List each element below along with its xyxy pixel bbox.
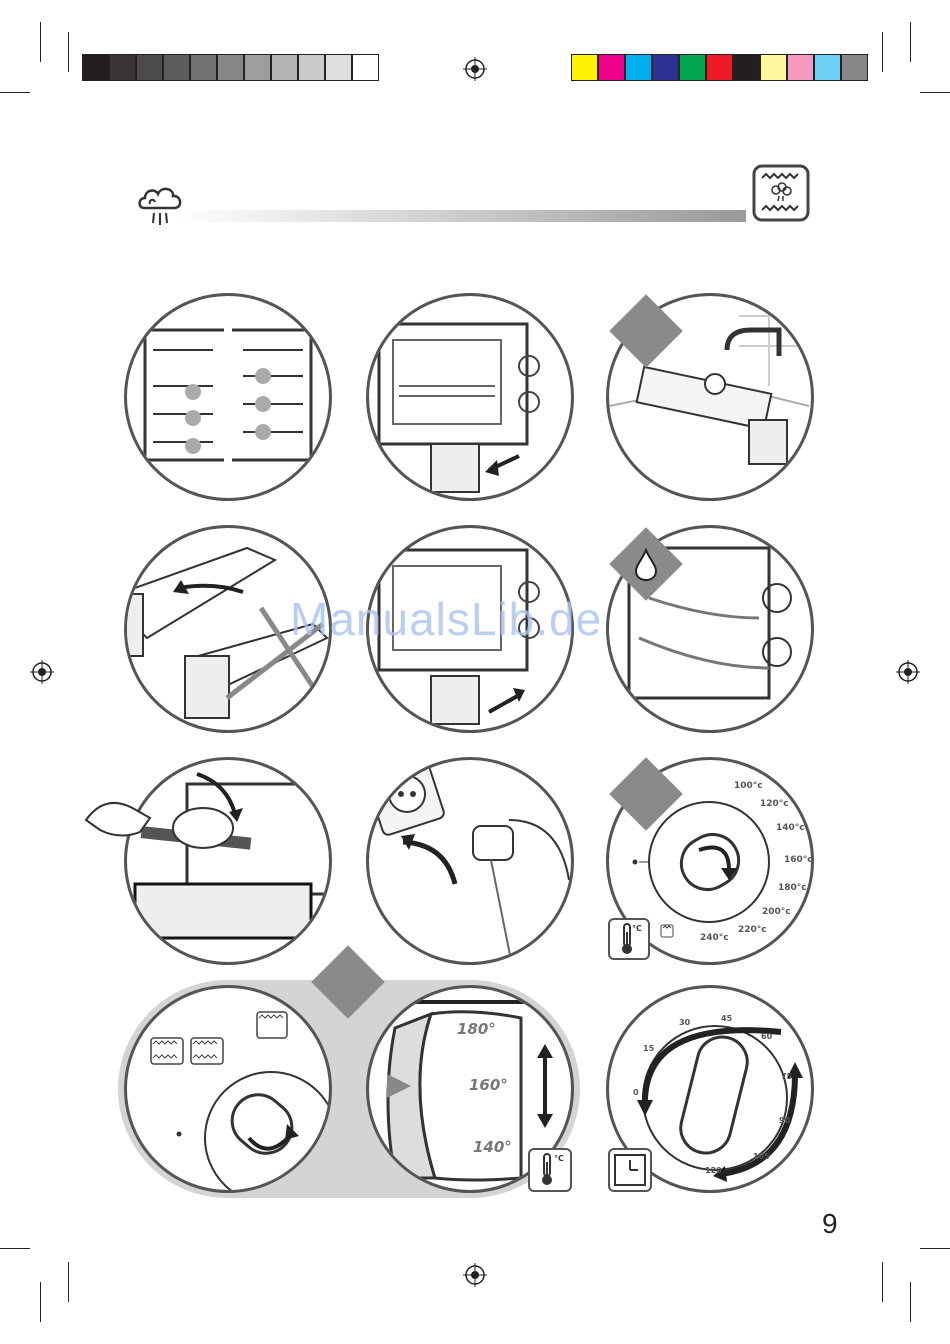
- gray-swatch: [82, 54, 109, 81]
- timer-label: 30: [679, 1018, 690, 1027]
- temp-label: 180°c: [778, 883, 807, 893]
- timer-label: 90: [779, 1116, 790, 1125]
- temp-label: 160°c: [784, 855, 813, 865]
- crop-mark: [0, 1248, 30, 1249]
- crop-mark: [40, 22, 41, 62]
- crop-mark: [910, 22, 911, 62]
- step-select-mode: [124, 985, 332, 1193]
- timer-label: 60: [761, 1032, 772, 1041]
- temp-label: 200°c: [762, 907, 791, 917]
- gray-swatch: [109, 54, 136, 81]
- color-swatch: [841, 54, 868, 81]
- registration-target-icon: [30, 660, 54, 684]
- gray-swatch: [217, 54, 244, 81]
- gray-swatch: [136, 54, 163, 81]
- crop-mark: [882, 1262, 883, 1302]
- registration-target-icon: [463, 1263, 487, 1287]
- temp-label: 240°c: [700, 933, 729, 943]
- step-place-dish: [124, 757, 332, 965]
- color-swatch: [787, 54, 814, 81]
- crop-mark: [68, 32, 69, 72]
- color-swatch: [571, 54, 598, 81]
- zoom-label: 160°: [469, 1076, 508, 1094]
- gray-swatch: [190, 54, 217, 81]
- unit-label: °C: [632, 924, 642, 933]
- timer-label: 0: [633, 1088, 639, 1097]
- gray-swatch: [163, 54, 190, 81]
- color-swatch: [706, 54, 733, 81]
- color-swatch: [679, 54, 706, 81]
- temp-label: 100°c: [734, 781, 763, 791]
- registration-target-icon: [463, 57, 487, 81]
- crop-mark: [882, 32, 883, 72]
- step-shelf-positions: [124, 293, 332, 501]
- timer-label: 15: [643, 1044, 654, 1053]
- timer-label: 45: [721, 1014, 732, 1023]
- crop-mark: [920, 1248, 950, 1249]
- timer-label: 75: [781, 1072, 792, 1081]
- timer-label: 120: [705, 1166, 722, 1175]
- thermometer-icon: °C: [528, 1148, 572, 1192]
- step-plug-in: [366, 757, 574, 965]
- steam-mode-icon: [752, 164, 810, 222]
- registration-target-icon: [896, 660, 920, 684]
- temp-label: 140°c: [776, 823, 805, 833]
- crop-mark: [68, 1262, 69, 1302]
- oven-mode-icon: [660, 924, 674, 938]
- hand-illustration: [84, 790, 154, 840]
- color-swatch: [733, 54, 760, 81]
- gray-swatch: [298, 54, 325, 81]
- gray-swatch: [325, 54, 352, 81]
- temp-label: 120°c: [760, 799, 789, 809]
- crop-mark: [0, 92, 30, 93]
- crop-mark: [40, 1282, 41, 1322]
- unit-label: °C: [554, 1154, 564, 1163]
- color-swatch: [760, 54, 787, 81]
- color-swatch: [652, 54, 679, 81]
- gray-swatch: [271, 54, 298, 81]
- step-remove-water-tank: [366, 293, 574, 501]
- thermometer-icon: °C: [608, 918, 650, 960]
- crop-mark: [910, 1282, 911, 1322]
- gray-swatch: [244, 54, 271, 81]
- color-swatch: [625, 54, 652, 81]
- header-gradient-bar: [176, 210, 746, 222]
- page-number: 9: [822, 1208, 838, 1240]
- temp-label: 220°c: [738, 925, 767, 935]
- color-swatch: [814, 54, 841, 81]
- gray-swatch: [352, 54, 379, 81]
- zoom-label: 140°: [473, 1138, 512, 1156]
- color-swatch: [598, 54, 625, 81]
- timer-label: 105: [753, 1152, 770, 1161]
- clock-icon: [608, 1148, 652, 1192]
- watermark: ManualsLib.de: [290, 592, 602, 646]
- zoom-label: 180°: [457, 1020, 496, 1038]
- water-drop-icon: [632, 548, 660, 582]
- crop-mark: [920, 92, 950, 93]
